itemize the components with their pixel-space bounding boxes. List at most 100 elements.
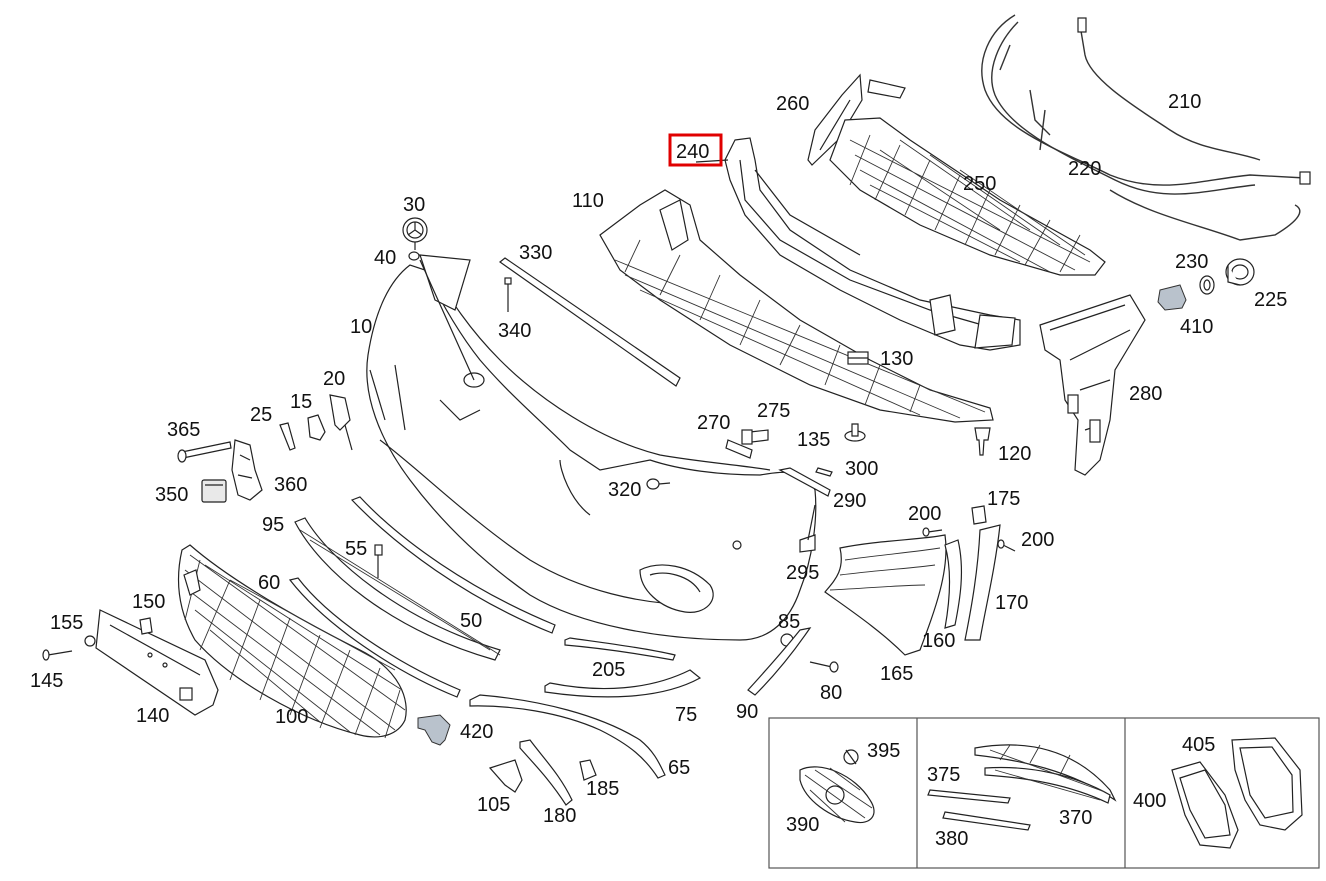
part-420[interactable] bbox=[417, 714, 451, 746]
part-10-bumper-cover[interactable] bbox=[366, 254, 817, 641]
part-140[interactable] bbox=[95, 609, 219, 716]
label-60[interactable]: 60 bbox=[258, 572, 280, 594]
part-130[interactable] bbox=[847, 351, 869, 365]
part-105[interactable] bbox=[488, 759, 523, 793]
part-75[interactable] bbox=[544, 669, 702, 698]
label-95[interactable]: 95 bbox=[262, 514, 284, 536]
label-295[interactable]: 295 bbox=[786, 562, 819, 584]
part-180[interactable] bbox=[519, 739, 573, 806]
part-200b[interactable] bbox=[997, 539, 1016, 552]
label-395[interactable]: 395 bbox=[867, 740, 900, 762]
label-175[interactable]: 175 bbox=[987, 488, 1020, 510]
label-290[interactable]: 290 bbox=[833, 490, 866, 512]
label-410[interactable]: 410 bbox=[1180, 316, 1213, 338]
part-120[interactable] bbox=[974, 427, 991, 456]
part-290[interactable] bbox=[778, 467, 831, 497]
part-30-star-emblem[interactable] bbox=[402, 217, 428, 243]
label-20[interactable]: 20 bbox=[323, 368, 345, 390]
label-105[interactable]: 105 bbox=[477, 794, 510, 816]
label-230[interactable]: 230 bbox=[1175, 251, 1208, 273]
part-365[interactable] bbox=[177, 441, 232, 463]
part-370[interactable] bbox=[974, 744, 1117, 804]
part-360[interactable] bbox=[231, 439, 263, 501]
part-240[interactable] bbox=[724, 137, 1021, 351]
label-130[interactable]: 130 bbox=[880, 348, 913, 370]
label-135[interactable]: 135 bbox=[797, 429, 830, 451]
label-380[interactable]: 380 bbox=[935, 828, 968, 850]
part-225[interactable] bbox=[1225, 258, 1255, 286]
label-280[interactable]: 280 bbox=[1129, 383, 1162, 405]
part-20[interactable] bbox=[329, 394, 353, 451]
part-150[interactable] bbox=[139, 617, 153, 635]
label-400[interactable]: 400 bbox=[1133, 790, 1166, 812]
part-280[interactable] bbox=[1039, 294, 1146, 476]
part-100[interactable] bbox=[177, 544, 407, 739]
part-330[interactable] bbox=[499, 257, 681, 387]
part-110[interactable] bbox=[599, 189, 994, 423]
part-320[interactable] bbox=[646, 478, 671, 490]
label-100[interactable]: 100 bbox=[275, 706, 308, 728]
part-145[interactable] bbox=[42, 649, 73, 661]
label-180[interactable]: 180 bbox=[543, 805, 576, 827]
label-165[interactable]: 165 bbox=[880, 663, 913, 685]
label-275[interactable]: 275 bbox=[757, 400, 790, 422]
label-40[interactable]: 40 bbox=[374, 247, 396, 269]
part-400[interactable] bbox=[1171, 761, 1239, 849]
part-165[interactable] bbox=[824, 534, 947, 656]
label-185[interactable]: 185 bbox=[586, 778, 619, 800]
label-110[interactable]: 110 bbox=[572, 190, 604, 212]
part-250[interactable] bbox=[829, 117, 1106, 276]
label-200a[interactable]: 200 bbox=[908, 503, 941, 525]
label-200b[interactable]: 200 bbox=[1021, 529, 1054, 551]
label-140[interactable]: 140 bbox=[136, 705, 169, 727]
label-375[interactable]: 375 bbox=[927, 764, 960, 786]
part-65[interactable] bbox=[469, 694, 666, 779]
part-350[interactable] bbox=[201, 479, 227, 503]
label-155[interactable]: 155 bbox=[50, 612, 83, 634]
label-270[interactable]: 270 bbox=[697, 412, 730, 434]
part-395[interactable] bbox=[843, 749, 859, 765]
label-370[interactable]: 370 bbox=[1059, 807, 1092, 829]
part-50[interactable] bbox=[350, 496, 556, 634]
part-40[interactable] bbox=[408, 251, 420, 261]
label-25[interactable]: 25 bbox=[250, 404, 272, 426]
part-205[interactable] bbox=[564, 637, 676, 661]
label-170[interactable]: 170 bbox=[995, 592, 1028, 614]
label-300[interactable]: 300 bbox=[845, 458, 878, 480]
part-170[interactable] bbox=[964, 524, 1001, 641]
part-275[interactable] bbox=[741, 429, 769, 445]
label-65[interactable]: 65 bbox=[668, 757, 690, 779]
wiring-harness[interactable] bbox=[981, 14, 1311, 241]
label-320[interactable]: 320 bbox=[608, 479, 641, 501]
part-55[interactable] bbox=[374, 544, 383, 578]
label-205[interactable]: 205 bbox=[592, 659, 625, 681]
part-155[interactable] bbox=[84, 635, 96, 647]
label-80[interactable]: 80 bbox=[820, 682, 842, 704]
label-350[interactable]: 350 bbox=[155, 484, 188, 506]
label-210[interactable]: 210 bbox=[1168, 91, 1201, 113]
part-90[interactable] bbox=[747, 627, 812, 696]
part-405[interactable] bbox=[1231, 737, 1303, 831]
part-135[interactable] bbox=[844, 423, 866, 442]
part-260[interactable] bbox=[807, 73, 906, 166]
part-340[interactable] bbox=[504, 277, 512, 312]
label-75[interactable]: 75 bbox=[675, 704, 697, 726]
part-175[interactable] bbox=[971, 505, 987, 525]
label-365[interactable]: 365 bbox=[167, 419, 200, 441]
label-405[interactable]: 405 bbox=[1182, 734, 1215, 756]
label-160[interactable]: 160 bbox=[922, 630, 955, 652]
part-270[interactable] bbox=[725, 439, 753, 459]
label-340[interactable]: 340 bbox=[498, 320, 531, 342]
part-160[interactable] bbox=[944, 539, 963, 629]
label-390[interactable]: 390 bbox=[786, 814, 819, 836]
label-420[interactable]: 420 bbox=[460, 721, 493, 743]
part-200a[interactable] bbox=[922, 527, 943, 537]
part-80[interactable] bbox=[809, 661, 839, 673]
label-90[interactable]: 90 bbox=[736, 701, 758, 723]
label-240[interactable]: 240 bbox=[676, 141, 709, 163]
part-410[interactable] bbox=[1157, 284, 1187, 311]
label-260[interactable]: 260 bbox=[776, 93, 809, 115]
part-380[interactable] bbox=[942, 811, 1031, 831]
label-145[interactable]: 145 bbox=[30, 670, 63, 692]
label-150[interactable]: 150 bbox=[132, 591, 165, 613]
